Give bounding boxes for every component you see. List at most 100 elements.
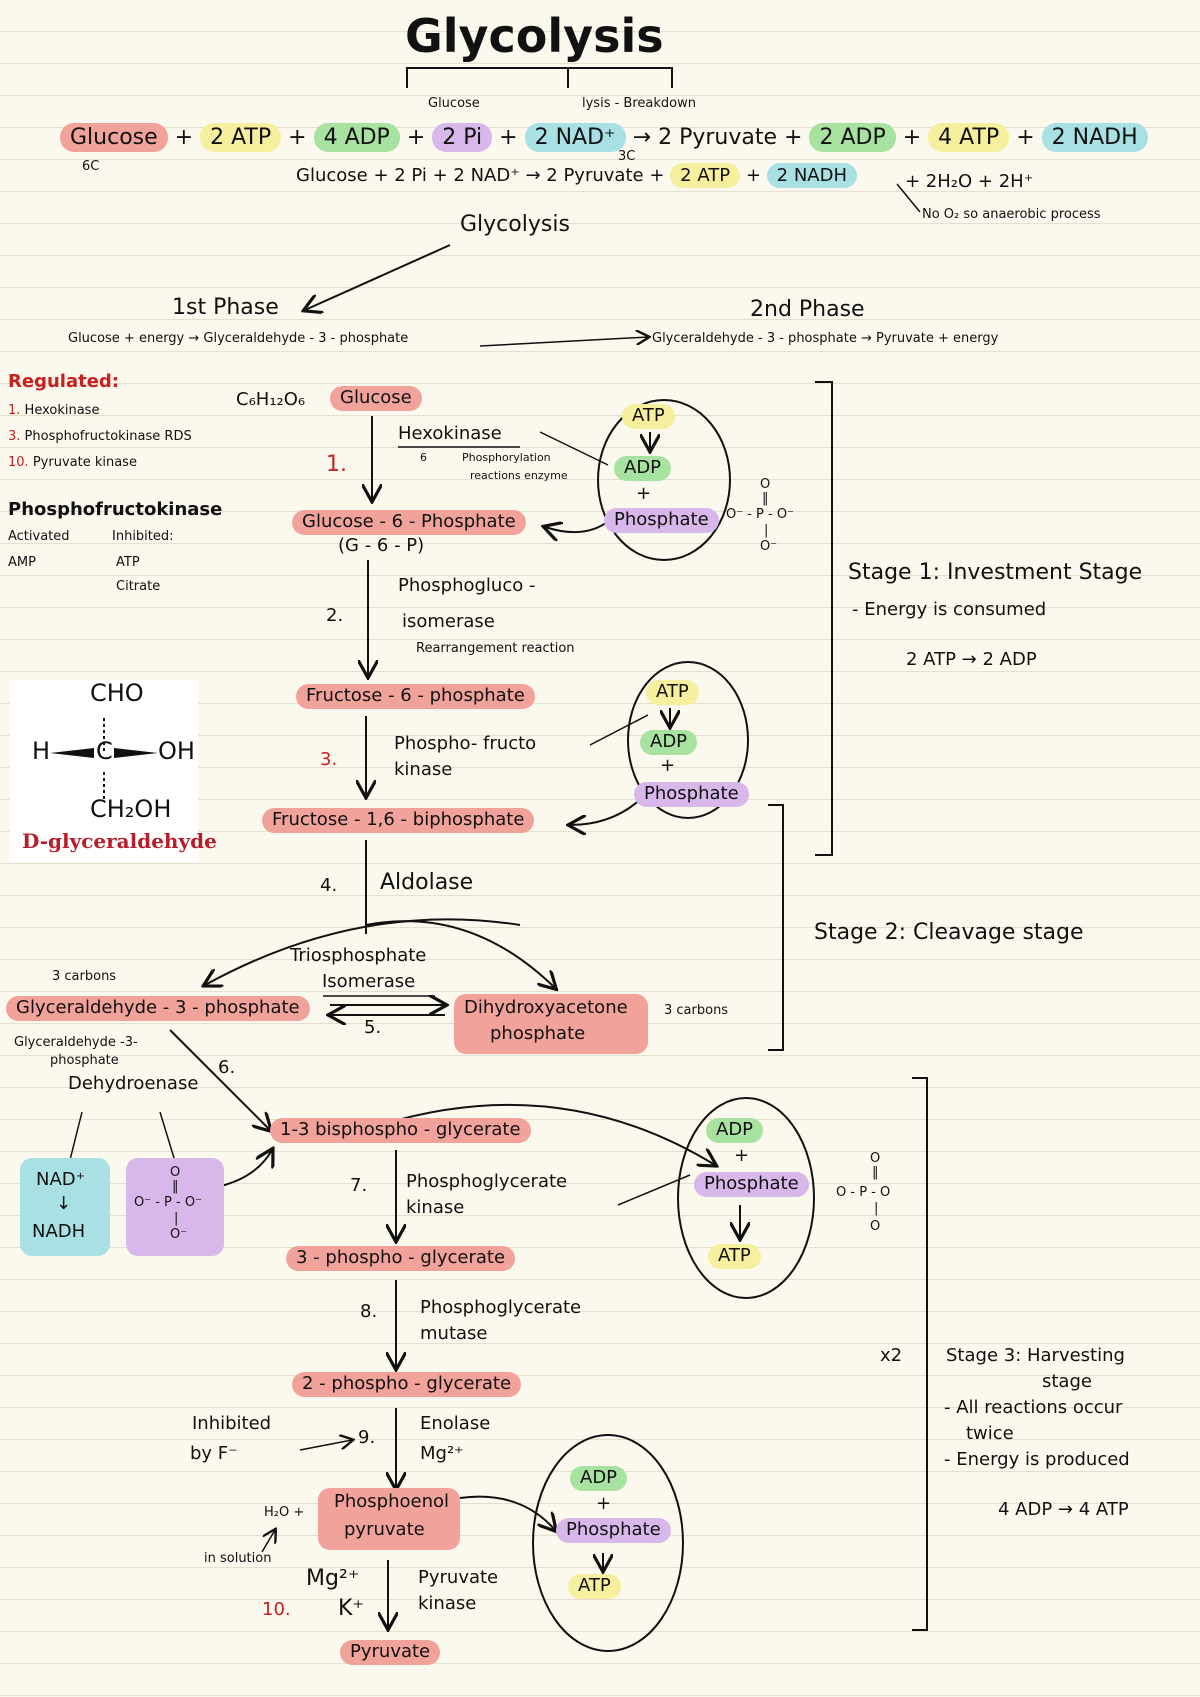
eq1-pi: 2 Pi xyxy=(432,123,493,152)
phase-2-title: 2nd Phase xyxy=(750,297,865,322)
overview-glycolysis: Glycolysis xyxy=(460,212,570,237)
molecule-h: H xyxy=(32,737,51,765)
metabolite-g6p-abbr: (G - 6 - P) xyxy=(338,535,425,556)
eq1-nad: 2 NAD⁺ xyxy=(524,123,626,152)
cycle-1-phosphate: Phosphate xyxy=(604,508,719,533)
regulated-num: 10. xyxy=(8,455,29,470)
pi-box-o-top: O xyxy=(170,1165,181,1180)
step-9-number: 9. xyxy=(358,1427,376,1448)
metabolite-dhap-2: phosphate xyxy=(490,1023,586,1044)
metabolite-f6p: Fructose - 6 - phosphate xyxy=(296,684,535,709)
stage-3-line-4: 4 ADP → 4 ATP xyxy=(998,1499,1129,1520)
stage-1-line-2: 2 ATP → 2 ADP xyxy=(906,649,1037,670)
eq1-plus: + xyxy=(902,125,922,150)
glucose-formula: C₆H₁₂O₆ xyxy=(236,389,306,410)
pfk-activated: Activated xyxy=(8,529,70,544)
regulated-item: 1. Hexokinase xyxy=(8,403,100,419)
cycle-3-atp: ATP xyxy=(708,1244,761,1269)
eq1-pyruvate: 2 Pyruvate xyxy=(658,125,778,150)
eq1-plus: + xyxy=(174,125,194,150)
eq2-note: No O₂ so anaerobic process xyxy=(922,207,1101,222)
eq2-atp: 2 ATP xyxy=(670,163,741,188)
pi-box xyxy=(126,1158,224,1256)
nad-box xyxy=(20,1158,110,1256)
line-hexokinase-cycle xyxy=(539,431,609,466)
stage-3-line-1: - All reactions occur xyxy=(944,1397,1123,1418)
pfk-amp: AMP xyxy=(8,555,36,570)
phosphate-struct2-o-top: O xyxy=(870,1151,881,1166)
equation-1: Glucose + 2 ATP + 4 ADP + 2 Pi + 2 NAD⁺ … xyxy=(60,123,1148,152)
phosphate-struct2-bar: | xyxy=(874,1201,879,1216)
line-pfk-cycle xyxy=(589,714,649,746)
step-10-cofactor-mg: Mg²⁺ xyxy=(306,1566,360,1591)
stage-2-bracket xyxy=(768,804,784,1051)
etymology-lysis: lysis - Breakdown xyxy=(582,96,696,111)
phosphate-struct2-double: ‖ xyxy=(872,1165,879,1180)
regulated-heading: Regulated: xyxy=(8,371,119,392)
eq1-atp: 2 ATP xyxy=(200,123,282,152)
phosphate-struct-o-top: O xyxy=(760,477,771,492)
stage-1-line-1: - Energy is consumed xyxy=(852,599,1047,620)
phosphate-struct-double: ‖ xyxy=(762,491,769,506)
phosphate-struct-o-bot: O⁻ xyxy=(760,539,778,554)
pep-highlight xyxy=(318,1488,460,1550)
step-6-enzyme-3: Dehydroenase xyxy=(68,1073,199,1094)
pfk-heading: Phosphofructokinase xyxy=(8,499,223,520)
step-2-number: 2. xyxy=(326,605,344,626)
stage-3-x2: x2 xyxy=(880,1345,903,1366)
eq1-plus: + xyxy=(406,125,426,150)
stage-3-line-2: twice xyxy=(966,1423,1014,1444)
stage-3-bracket xyxy=(912,1077,928,1631)
dhap-highlight xyxy=(454,994,648,1054)
step-1-note-2: reactions enzyme xyxy=(470,469,568,482)
step-10-enzyme-2: kinase xyxy=(418,1593,477,1614)
pfk-atp: ATP xyxy=(116,555,140,570)
step-1-enzyme: Hexokinase xyxy=(398,423,502,444)
regulated-text: Hexokinase xyxy=(24,403,100,418)
molecule-c: C xyxy=(96,737,113,765)
cycle-3-adp: ADP xyxy=(706,1118,764,1143)
step-10-number: 10. xyxy=(262,1599,291,1620)
line-enzyme6-nad xyxy=(69,1111,83,1161)
step-10-water: H₂O + xyxy=(264,1505,305,1520)
molecule-ch2oh: CH₂OH xyxy=(90,795,172,823)
arrow-aldolase-split-left xyxy=(205,918,521,985)
arrow-water xyxy=(261,1530,275,1553)
phase-1-title: 1st Phase xyxy=(172,295,279,320)
metabolite-g3p: Glyceraldehyde - 3 - phosphate xyxy=(6,996,310,1021)
regulated-num: 1. xyxy=(8,403,21,418)
eq1-plus: + xyxy=(288,125,307,150)
molecule-cho: CHO xyxy=(90,679,144,707)
regulated-text: Pyruvate kinase xyxy=(32,455,137,470)
metabolite-f16bp: Fructose - 1,6 - biphosphate xyxy=(262,808,535,833)
nadh-label: NADH xyxy=(32,1221,86,1242)
title-bracket-right xyxy=(568,67,673,88)
metabolite-pep-1: Phosphoenol xyxy=(334,1491,449,1512)
eq2-arrow: → xyxy=(525,165,541,186)
phosphate-struct2-o-bot: O xyxy=(870,1219,881,1234)
step-10-enzyme-1: Pyruvate xyxy=(418,1567,499,1588)
nad-arrow: ↓ xyxy=(56,1193,72,1214)
cycle-3-phosphate: Phosphate xyxy=(694,1172,809,1197)
step-8-number: 8. xyxy=(360,1301,378,1322)
cycle-3-plus: + xyxy=(734,1145,750,1166)
phosphate-struct-row: O⁻ - P - O⁻ xyxy=(726,507,794,522)
glyceraldehyde-structure: CHO H C OH CH₂OH D-glyceraldehyde xyxy=(10,679,217,862)
step-4-enzyme: Aldolase xyxy=(380,870,474,895)
eq2-water: + 2H₂O + 2H⁺ xyxy=(905,171,1034,192)
step-9-cofactor: Mg²⁺ xyxy=(420,1443,464,1464)
step-8-enzyme-2: mutase xyxy=(420,1323,488,1344)
cycle-2-phosphate: Phosphate xyxy=(634,782,749,807)
metabolite-2pg: 2 - phospho - glycerate xyxy=(292,1372,522,1397)
eq1-carbons-6: 6C xyxy=(82,159,100,174)
cycle-3-ellipse xyxy=(677,1097,815,1299)
arrow-step-6 xyxy=(169,1029,270,1130)
glyceraldehyde-bonds xyxy=(50,718,158,802)
cycle-2-ellipse xyxy=(627,661,749,819)
step-7-enzyme-1: Phosphoglycerate xyxy=(406,1171,568,1192)
step-2-enzyme-1: Phosphogluco - xyxy=(398,575,536,596)
phosphate-struct-bar: | xyxy=(764,523,769,538)
eq2-note-line xyxy=(896,183,921,213)
stage-1-bracket xyxy=(815,381,833,856)
step-9-enzyme: Enolase xyxy=(420,1413,491,1434)
